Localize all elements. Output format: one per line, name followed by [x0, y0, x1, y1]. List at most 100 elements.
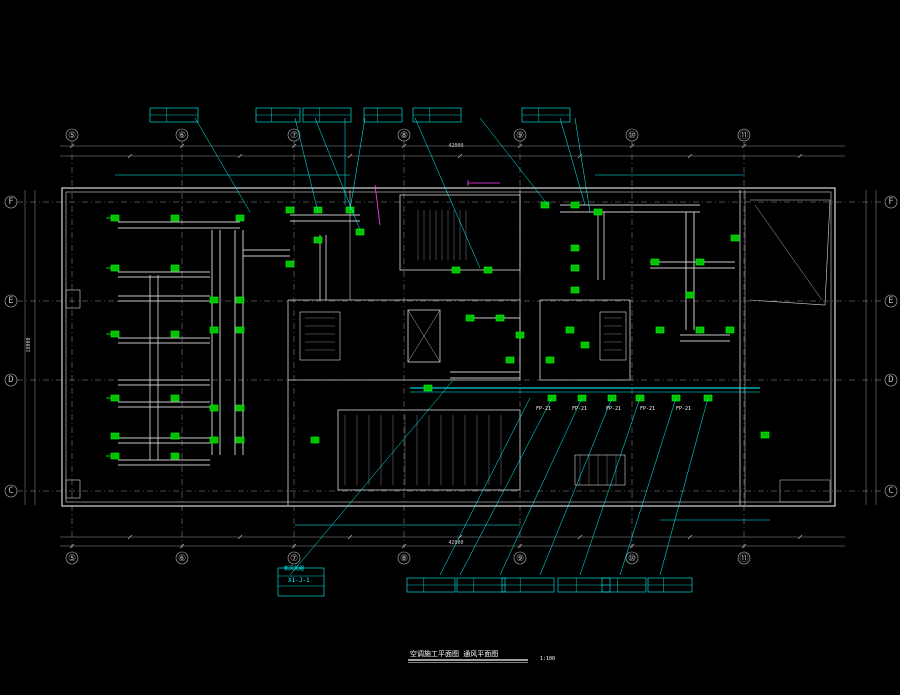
axis-bubble: [884, 373, 898, 387]
fan-coil-unit: [235, 436, 245, 444]
fan-coil-unit: [235, 296, 245, 304]
axis-label: ⑦: [290, 131, 298, 141]
axis-label: E: [888, 296, 893, 306]
axis-label: F: [8, 197, 13, 207]
fan-coil-unit: [235, 214, 245, 222]
equipment-units: [106, 201, 770, 460]
fan-coil-unit: [170, 264, 180, 272]
dimension-lines: [24, 143, 877, 549]
fan-coil-unit: [110, 452, 120, 460]
leader-line: [349, 117, 366, 211]
axis-bubble: [4, 484, 18, 498]
fan-coil-unit: [483, 266, 493, 274]
fan-coil-unit: [725, 326, 735, 334]
fan-coil-unit: [355, 228, 365, 236]
axis-bubble: [884, 195, 898, 209]
fan-coil-unit: [593, 208, 603, 216]
axis-bubble: [513, 551, 527, 565]
fan-coil-unit: [451, 266, 461, 274]
axis-label: ⑪: [739, 130, 748, 141]
axis-bubble: [884, 294, 898, 308]
unit-callout-box: [277, 567, 325, 597]
axis-label: ⑦: [290, 554, 298, 564]
fan-coil-unit: [285, 206, 295, 214]
axis-label: ⑥: [178, 131, 186, 141]
axis-bubble: [287, 128, 301, 142]
fan-coil-unit: [495, 314, 505, 322]
hvac-ducts: [118, 204, 760, 466]
fan-coil-unit: [209, 404, 219, 412]
fan-coil-unit: [235, 404, 245, 412]
leader-line: [439, 397, 531, 576]
axis-grid: [4, 128, 898, 565]
axis-bubble: [625, 128, 639, 142]
axis-label: ⑨: [516, 131, 524, 141]
fan-coil-unit: [423, 384, 433, 392]
axis-label: ⑤: [68, 554, 76, 564]
fan-coil-unit: [110, 330, 120, 338]
fan-coil-unit: [110, 394, 120, 402]
fan-coil-unit: [110, 432, 120, 440]
axis-label: C: [8, 486, 13, 496]
exterior-wall-inner: [65, 191, 832, 503]
fan-coil-unit: [313, 236, 323, 244]
side-total-dimension: 18000: [26, 337, 32, 352]
fan-coil-unit: [565, 326, 575, 334]
fan-coil-unit: [170, 394, 180, 402]
axis-label: ⑧: [400, 554, 408, 564]
axis-bubble: [4, 195, 18, 209]
leader-line: [499, 397, 583, 576]
axis-label: D: [8, 375, 13, 385]
leader-line: [559, 117, 586, 206]
dimension-tick: [347, 153, 353, 159]
bottom-total-dimension: 42000: [448, 540, 463, 546]
small-stair: [574, 454, 626, 486]
axis-labels-bottom: ⑤ ⑥ ⑦ ⑧ ⑨ ⑩ ⑪: [68, 553, 749, 564]
toilet-room: [599, 311, 627, 361]
fan-coil-unit: [760, 431, 770, 439]
dimension-tick: [127, 534, 133, 540]
top-total-dimension: 42000: [448, 143, 463, 149]
glass-diagonal: [754, 204, 823, 301]
axis-label: ⑥: [178, 554, 186, 564]
column: [65, 289, 81, 309]
fan-coil-unit: [313, 206, 323, 214]
leader-line: [294, 117, 319, 213]
axis-label: ⑨: [516, 554, 524, 564]
axis-bubble: [175, 551, 189, 565]
fp-tag: FP-21: [640, 406, 655, 412]
title-block: 空调施工平面图 通风平面图 1:100: [408, 649, 555, 663]
fan-coil-unit: [209, 326, 219, 334]
leader-line: [479, 117, 549, 206]
leader-line: [574, 117, 591, 213]
leader-line: [314, 117, 361, 231]
corridor-duct: [470, 317, 521, 372]
fan-coil-unit: [540, 201, 550, 209]
fan-coil-unit: [110, 264, 120, 272]
axis-label: D: [888, 375, 893, 385]
leader-line: [289, 377, 456, 576]
drawing-scale: 1:100: [540, 656, 555, 662]
axis-bubble: [513, 128, 527, 142]
fan-coil-unit: [570, 201, 580, 209]
fan-coil-unit: [285, 260, 295, 268]
fan-coil-unit: [695, 258, 705, 266]
fan-coil-unit: [170, 452, 180, 460]
dimension-tick: [687, 153, 693, 159]
fan-coil-unit: [515, 331, 525, 339]
unit-callout: 新风机组 X1-J-1: [284, 565, 310, 584]
leader-line: [659, 397, 709, 576]
dimension-tick: [577, 534, 583, 540]
fan-coil-unit: [465, 314, 475, 322]
leader-line: [194, 117, 251, 213]
elevator-shaft: [407, 309, 441, 363]
unit-tag: X1-J-1: [288, 577, 310, 584]
axis-bubble: [4, 373, 18, 387]
fan-coil-unit: [170, 432, 180, 440]
fan-coil-unit: [505, 356, 515, 364]
fan-coil-unit: [655, 326, 665, 334]
fan-coil-unit: [730, 234, 740, 242]
exterior-wall: [61, 187, 836, 507]
axis-label: C: [888, 486, 893, 496]
axis-bubble: [287, 551, 301, 565]
